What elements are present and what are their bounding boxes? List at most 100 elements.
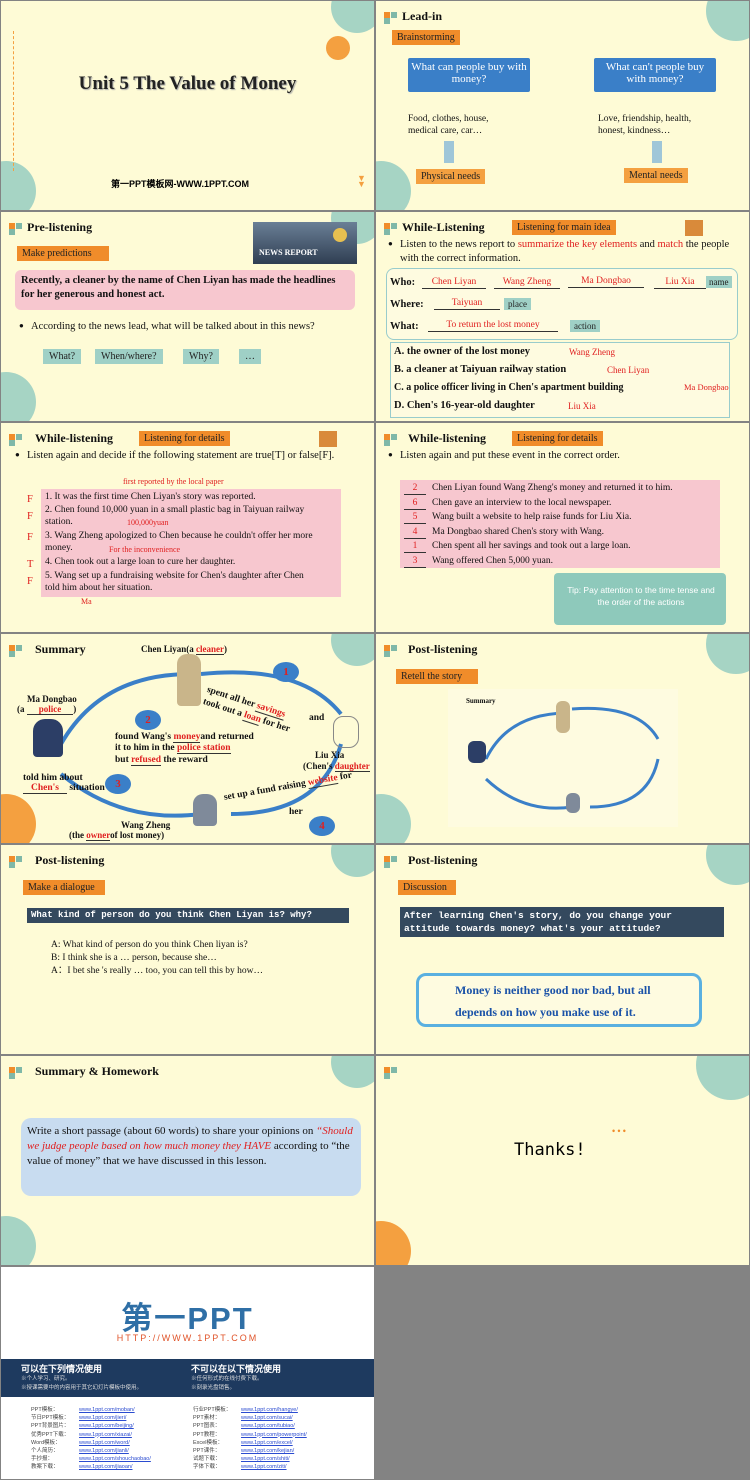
- found-part: it to him in the: [115, 743, 178, 754]
- slide-lead-in[interactable]: Lead-in Brainstorming What can people bu…: [376, 1, 749, 210]
- credit-link-url[interactable]: www.1ppt.com/sucai/: [241, 1415, 293, 1422]
- correction-3: For the inconvenience: [109, 545, 181, 554]
- slide-title[interactable]: Unit 5 The Value of Money 第一PPT模板网-WWW.1…: [1, 1, 374, 210]
- deco-circle: [376, 161, 411, 210]
- btn-when-where[interactable]: When/where?: [95, 349, 163, 364]
- credit-link-label: PPT模板：: [31, 1407, 59, 1413]
- credit-link-url[interactable]: www.1ppt.com/shouchaobao/: [79, 1456, 151, 1463]
- slide-pre-listening[interactable]: Pre-listening Make predictions NEWS REPO…: [1, 212, 374, 421]
- chen-label: Chen Liyan(a cleaner): [141, 644, 227, 656]
- matching-box: [390, 342, 730, 418]
- credit-link-url[interactable]: www.1ppt.com/jieri/: [79, 1415, 127, 1422]
- ma-answer: police: [26, 704, 74, 715]
- credit-link-url[interactable]: www.1ppt.com/xiazai/: [79, 1431, 132, 1438]
- slide-homework[interactable]: Summary & Homework Write a short passage…: [1, 1056, 374, 1265]
- where-label: Where:: [390, 299, 424, 310]
- tag-details: Listening for details: [139, 431, 230, 446]
- credit-link-url[interactable]: www.1ppt.com/shiti/: [241, 1456, 290, 1463]
- tag-main-idea: Listening for main idea: [512, 220, 616, 235]
- step-badge-4: 4: [309, 816, 335, 836]
- deco-circle: [1, 161, 36, 210]
- slide-heading: Summary: [35, 642, 86, 656]
- credit-link-url[interactable]: www.1ppt.com/powerpoint/: [241, 1431, 307, 1438]
- tag-predictions: Make predictions: [17, 246, 109, 261]
- match-d: D. Chen's 16-year-old daughter: [394, 400, 535, 411]
- found-part: found Wang's: [115, 732, 174, 742]
- thumbnail-figure: [468, 741, 486, 763]
- credit-link-row: PPT素材：www.1ppt.com/sucai/: [193, 1413, 353, 1421]
- order-instruction: Listen again and put these event in the …: [388, 449, 720, 463]
- credit-link-url[interactable]: www.1ppt.com/moban/: [79, 1407, 135, 1413]
- deco-circle: [326, 36, 350, 60]
- what-value: To return the lost money: [428, 319, 558, 333]
- credit-link-label: 手抄报：: [31, 1456, 54, 1463]
- credit-link-url[interactable]: www.1ppt.com/beijing/: [79, 1423, 134, 1430]
- situation-text: Chen's situation: [23, 782, 105, 794]
- slide-post-listening-dialogue[interactable]: Post-listening Make a dialogue What kind…: [1, 845, 374, 1054]
- credit-link-url[interactable]: www.1ppt.com/hangye/: [241, 1407, 298, 1413]
- who-2: Wang Zheng: [494, 276, 560, 290]
- who-1: Chen Liyan: [422, 276, 486, 290]
- microphone-icon: [333, 228, 347, 242]
- thumbnail-figure: [556, 701, 570, 733]
- what-label: What:: [390, 321, 419, 332]
- slide-post-listening-retell[interactable]: Post-listening Retell the story Summary: [376, 634, 749, 843]
- credit-link-url[interactable]: www.1ppt.com/word/: [79, 1439, 130, 1446]
- credit-link-label: 优秀PPT下载：: [31, 1431, 70, 1438]
- who-4: Liu Xia: [654, 276, 706, 290]
- credit-link-label: 试题下载：: [193, 1456, 221, 1463]
- match-c: C. a police officer living in Chen's apa…: [394, 382, 624, 393]
- arrow-down-icon: [652, 141, 662, 163]
- deco-circle: [331, 845, 374, 877]
- credit-link-label: 个人简历：: [31, 1448, 59, 1454]
- mark-3: F: [27, 532, 33, 543]
- credit-link-row: Word模板：www.1ppt.com/word/: [31, 1438, 191, 1446]
- slide-thanks[interactable]: • • • Thanks!: [376, 1056, 749, 1265]
- credit-link-url[interactable]: www.1ppt.com/jiaoan/: [79, 1464, 133, 1471]
- btn-why[interactable]: Why?: [183, 349, 219, 364]
- question-banner: What kind of person do you think Chen Li…: [27, 908, 349, 923]
- order-number: 2: [404, 482, 426, 496]
- credit-link-url[interactable]: www.1ppt.com/jianli/: [79, 1448, 129, 1454]
- credit-link-url[interactable]: www.1ppt.com/excel/: [241, 1439, 293, 1446]
- money-answer: money: [173, 732, 201, 743]
- usage-banner: 可以在下列情况使用 ※个人学习、研究。 ※授课需要中的内容用于其它幻灯片模板中使…: [1, 1359, 374, 1397]
- credit-link-row: 教案下载：www.1ppt.com/jiaoan/: [31, 1462, 191, 1470]
- deco-circle: [1, 1216, 36, 1265]
- correction-2: 100,000yuan: [127, 518, 169, 527]
- ma-a: (a: [17, 704, 27, 714]
- credit-link-row: PPT背景图片：www.1ppt.com/beijing/: [31, 1421, 191, 1429]
- order-event: Ma Dongbao shared Chen's story with Wang…: [432, 526, 605, 537]
- speaker-icon[interactable]: [685, 220, 703, 236]
- credit-link-url[interactable]: www.1ppt.com/kejian/: [241, 1448, 295, 1454]
- credit-link-row: 试题下载： www.1ppt.com/shiti/: [193, 1454, 353, 1462]
- slide-credits[interactable]: 第一PPT HTTP://WWW.1PPT.COM 可以在下列情况使用 ※个人学…: [1, 1267, 374, 1479]
- slide-while-listening-main[interactable]: While-Listening Listening for main idea …: [376, 212, 749, 421]
- homework-text: Write a short passage (about 60 words) t…: [27, 1124, 357, 1169]
- credit-link-url[interactable]: www.1ppt.com/ziti/: [241, 1464, 287, 1471]
- slide-summary[interactable]: Summary Chen Liyan(a cleaner) Ma Dongbao…: [1, 634, 374, 843]
- statement-5: 5. Wang set up a fundraising website for…: [45, 571, 304, 594]
- match-b: B. a cleaner at Taiyuan railway station: [394, 364, 567, 375]
- slide-post-listening-discussion[interactable]: Post-listening Discussion After learning…: [376, 845, 749, 1054]
- who-3: Ma Dongbao: [568, 275, 644, 289]
- step-badge-3: 3: [105, 774, 131, 794]
- btn-what[interactable]: What?: [43, 349, 82, 364]
- correction-note: first reported by the local paper: [123, 477, 224, 486]
- btn-more[interactable]: …: [239, 349, 261, 364]
- deco-circle: [376, 1221, 411, 1265]
- refused-answer: refused: [131, 754, 162, 766]
- news-lead-text: Recently, a cleaner by the name of Chen …: [21, 275, 336, 300]
- mark-5: F: [27, 576, 33, 587]
- credit-link-url[interactable]: www.1ppt.com/tubiao/: [241, 1423, 295, 1430]
- grid-icon: [384, 434, 398, 446]
- speaker-icon[interactable]: [319, 431, 337, 447]
- statement-2: 2. Chen found 10,000 yuan in a small pla…: [45, 505, 305, 528]
- slide-while-listening-tf[interactable]: While-listening Listening for details Li…: [1, 423, 374, 632]
- credit-link-label: Excel模板：: [193, 1439, 223, 1446]
- slide-while-listening-order[interactable]: While-listening Listening for details Li…: [376, 423, 749, 632]
- dots-decoration: • • •: [612, 1126, 626, 1136]
- deco-circle: [331, 1, 374, 33]
- news-lead: Recently, a cleaner by the name of Chen …: [15, 270, 355, 310]
